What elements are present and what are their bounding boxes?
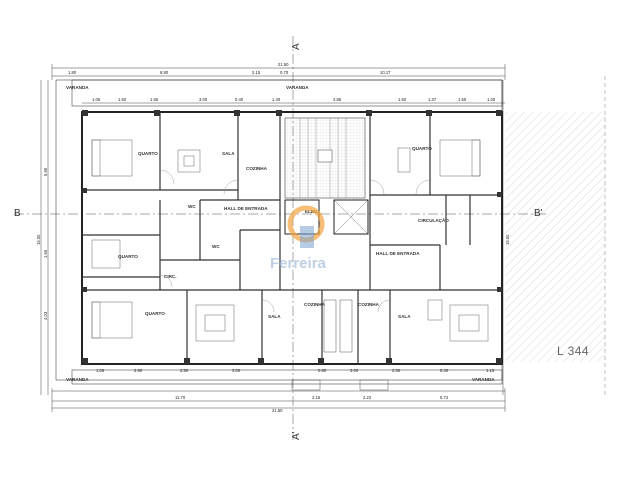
room-label-circ: CIRC. <box>164 274 177 279</box>
furniture <box>91 139 489 342</box>
room-label-hall: HALL DE ENTRADA <box>376 251 420 256</box>
bottom-dimensions: 1.05 2.50 2.50 3.00 0.80 3.00 2.50 5.40 … <box>96 368 495 413</box>
room-label-sala: SALA <box>222 151 235 156</box>
dim-text: 0.80 <box>318 368 327 373</box>
side-dimensions: 5.90 1.60 4.03 15.00 15.00 <box>36 167 510 320</box>
dim-text: 10.17 <box>380 70 391 75</box>
stair-core <box>284 117 366 199</box>
dim-text: 5.40 <box>440 368 449 373</box>
dim-text: 1.05 <box>92 97 101 102</box>
top-dimensions-row1: 1.80 6.80 2.15 0.70 10.17 21.50 <box>68 62 391 75</box>
dim-text: 1.05 <box>96 368 105 373</box>
dim-text: 11.70 <box>175 395 186 400</box>
dim-text: 4.86 <box>333 97 342 102</box>
room-label-varanda: VARANDA <box>472 377 495 382</box>
room-label-cozinha: COZINHA <box>358 302 380 307</box>
dim-text: 2.15 <box>312 395 321 400</box>
room-label-wc: WC <box>188 204 196 209</box>
dim-text: 6.80 <box>160 70 169 75</box>
building-walls <box>55 79 503 385</box>
room-label-quarto: QUARTO <box>118 254 138 259</box>
dim-text: 1.60 <box>43 249 48 258</box>
dim-text: 2.50 <box>180 368 189 373</box>
room-label-sala: SALA <box>398 314 411 319</box>
interior-walls <box>82 112 502 364</box>
room-label-cozinha: COZINHA <box>246 166 268 171</box>
room-label-cozinha: COZINHA <box>304 302 326 307</box>
dim-text: 0.70 <box>280 70 289 75</box>
dim-text: 2.50 <box>392 368 401 373</box>
room-label-hall: HALL DE ENTRADA <box>224 206 268 211</box>
section-mark-bottom: A' <box>291 431 302 440</box>
room-label-varanda: VARANDA <box>66 377 89 382</box>
dim-text: 1.15 <box>486 368 495 373</box>
section-mark-left: B <box>14 208 21 219</box>
room-label-varanda: VARANDA <box>286 85 309 90</box>
section-lines: A A' B B' <box>14 36 548 440</box>
room-label-elevator: ELEV. <box>305 209 318 214</box>
dim-text: 3.00 <box>199 97 208 102</box>
dim-text: 0.40 <box>235 97 244 102</box>
room-label-circulacao: CIRCULAÇÃO <box>418 217 449 223</box>
room-label-wc: WC <box>212 244 220 249</box>
room-label-quarto: QUARTO <box>145 311 165 316</box>
dim-text-overall: 15.00 <box>36 234 41 245</box>
section-mark-right: B' <box>534 208 543 219</box>
watermark-text: Ferreira <box>270 255 327 272</box>
dim-text: 1.37 <box>428 97 437 102</box>
room-label-quarto: QUARTO <box>138 151 158 156</box>
dim-text: 3.00 <box>232 368 241 373</box>
adjacent-lot: L 344 <box>505 76 606 398</box>
dim-text: 5.72 <box>440 395 449 400</box>
dim-text-overall: 15.00 <box>505 234 510 245</box>
kitchen-strip <box>291 299 389 391</box>
dim-text: 1.50 <box>398 97 407 102</box>
section-mark-top: A <box>291 43 302 50</box>
door-swings <box>159 169 431 313</box>
dimension-lines <box>40 64 506 412</box>
dim-text: 1.00 <box>487 97 496 102</box>
dim-text: 1.50 <box>458 97 467 102</box>
columns <box>82 110 502 364</box>
dim-text: 1.50 <box>118 97 127 102</box>
dim-text: 4.03 <box>43 311 48 320</box>
dim-text: 2.50 <box>134 368 143 373</box>
room-labels: QUARTO QUARTO QUARTO QUARTO SALA SALA SA… <box>66 85 495 382</box>
dim-text: 1.80 <box>68 70 77 75</box>
room-label-sala: SALA <box>268 314 281 319</box>
dim-text: 1.55 <box>150 97 159 102</box>
dim-text: 3.00 <box>350 368 359 373</box>
dim-text: 5.90 <box>43 167 48 176</box>
dim-text-overall: 21.50 <box>278 62 289 67</box>
elevator-core: ELEV. <box>284 199 369 235</box>
watermark-logo: Ferreira <box>270 205 327 272</box>
top-dimensions-row2: 1.05 1.50 1.55 3.00 0.40 1.40 4.86 1.50 … <box>92 97 496 102</box>
dim-text: 2.22 <box>363 395 372 400</box>
lot-label: L 344 <box>557 344 589 358</box>
dim-text: 2.15 <box>252 70 261 75</box>
room-label-varanda: VARANDA <box>66 85 89 90</box>
dim-text-overall: 21.50 <box>272 408 283 413</box>
dim-text: 1.40 <box>272 97 281 102</box>
room-label-quarto: QUARTO <box>412 146 432 151</box>
